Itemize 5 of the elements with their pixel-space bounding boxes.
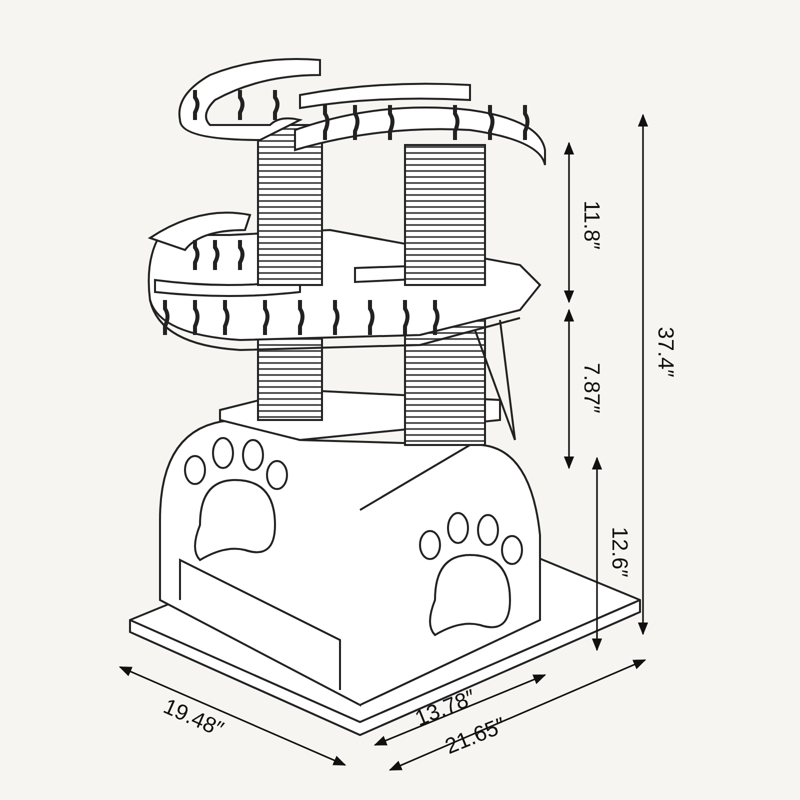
dimension-label: 11.8″ <box>580 200 602 250</box>
dimension-label: 12.6″ <box>608 526 630 578</box>
dimension-label: 19.48″ <box>160 695 226 741</box>
dimension-label: 7.87″ <box>580 362 602 414</box>
dimension-label: 37.4″ <box>654 326 676 378</box>
